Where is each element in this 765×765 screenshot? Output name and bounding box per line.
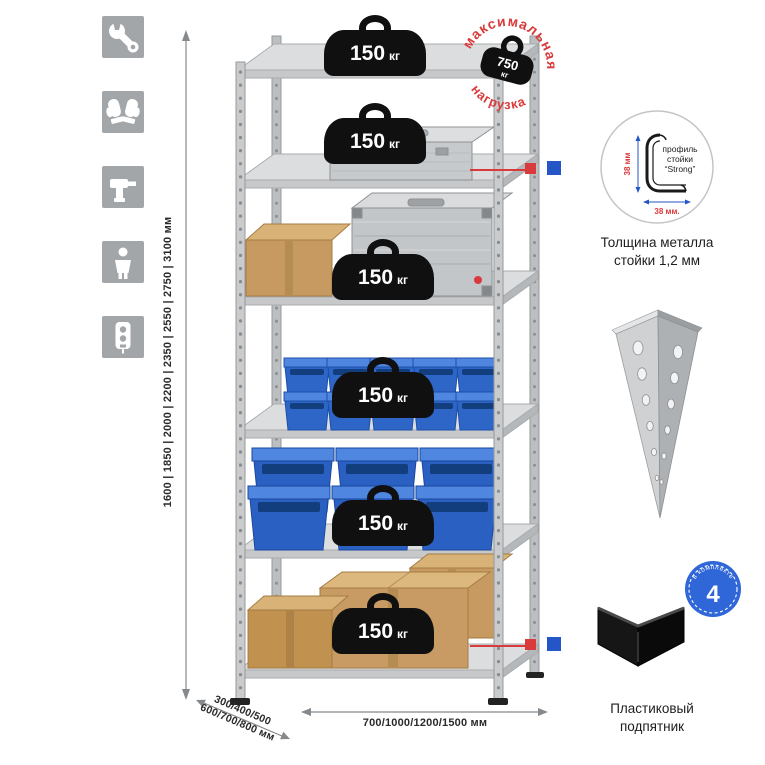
power-strip-icon [102,316,144,358]
profile-dim-horizontal: 38 мм. [654,207,679,216]
load-unit: кг [397,273,409,287]
load-unit: кг [397,627,409,641]
stamp-load-value: 750 [495,54,520,74]
load-unit: кг [389,137,401,151]
stamp-arc-bottom-text: нагрузка [465,80,531,119]
front-posts [230,61,508,705]
profile-caption-line2: стойки 1,2 мм [613,252,701,268]
height-dimension-line [182,30,190,700]
foot-caption-line2: подпятник [619,718,685,734]
foot-caption-line1: Пластиковый [610,701,694,716]
drill-icon [102,166,144,208]
corner-post-image [611,309,703,519]
load-value: 150 [357,619,394,643]
profile-caption-line1: Толщина металла [600,235,714,250]
profile-callout-connector [470,161,561,175]
profile-caption: Толщина металла стойки 1,2 мм [577,234,737,269]
profile-label-line2: стойки [667,154,693,164]
load-unit: кг [389,49,401,63]
stamp-kettlebell: 750 кг [480,35,534,85]
stamp-load-unit: кг [500,69,510,80]
foot-caption: Пластиковый подпятник [572,700,732,735]
profile-drawing [645,133,687,193]
profile-callout: 38 мм 38 мм. профиль стойки “Strong” [600,110,714,224]
load-unit: кг [397,391,409,405]
width-dimension-label: 700/1000/1200/1500 мм [362,717,488,729]
cardboard-box-shelf3 [244,223,352,297]
profile-dimensions [635,135,691,205]
height-dimension-label: 1600 | 1850 | 2000 | 2200 | 2350 | 2550 … [162,216,174,508]
gloves-icon [102,91,144,133]
load-value: 150 [349,129,386,153]
load-value: 150 [357,383,394,407]
kit-quantity-badge: в комплекте 4 [685,561,741,617]
wrench-icon [102,16,144,58]
max-load-stamp: максимальная нагрузка 750 кг [458,2,572,119]
load-value: 150 [357,265,394,289]
depth-dimension-line [196,699,290,740]
person-icon [102,241,144,283]
plastic-foot-image [597,606,685,667]
foot-callout-connector [470,637,561,651]
post-perforations [632,340,684,485]
load-value: 150 [357,511,394,535]
profile-label-line1: профиль [662,144,698,154]
svg-text:нагрузка: нагрузка [465,80,531,119]
profile-label: профиль стойки “Strong” [662,144,698,174]
load-unit: кг [397,519,409,533]
width-dimension-line [301,708,548,716]
profile-label-line3: “Strong” [665,164,696,174]
kit-badge-number: 4 [706,581,720,608]
profile-dim-vertical: 38 мм [623,152,632,175]
load-value: 150 [349,41,386,65]
